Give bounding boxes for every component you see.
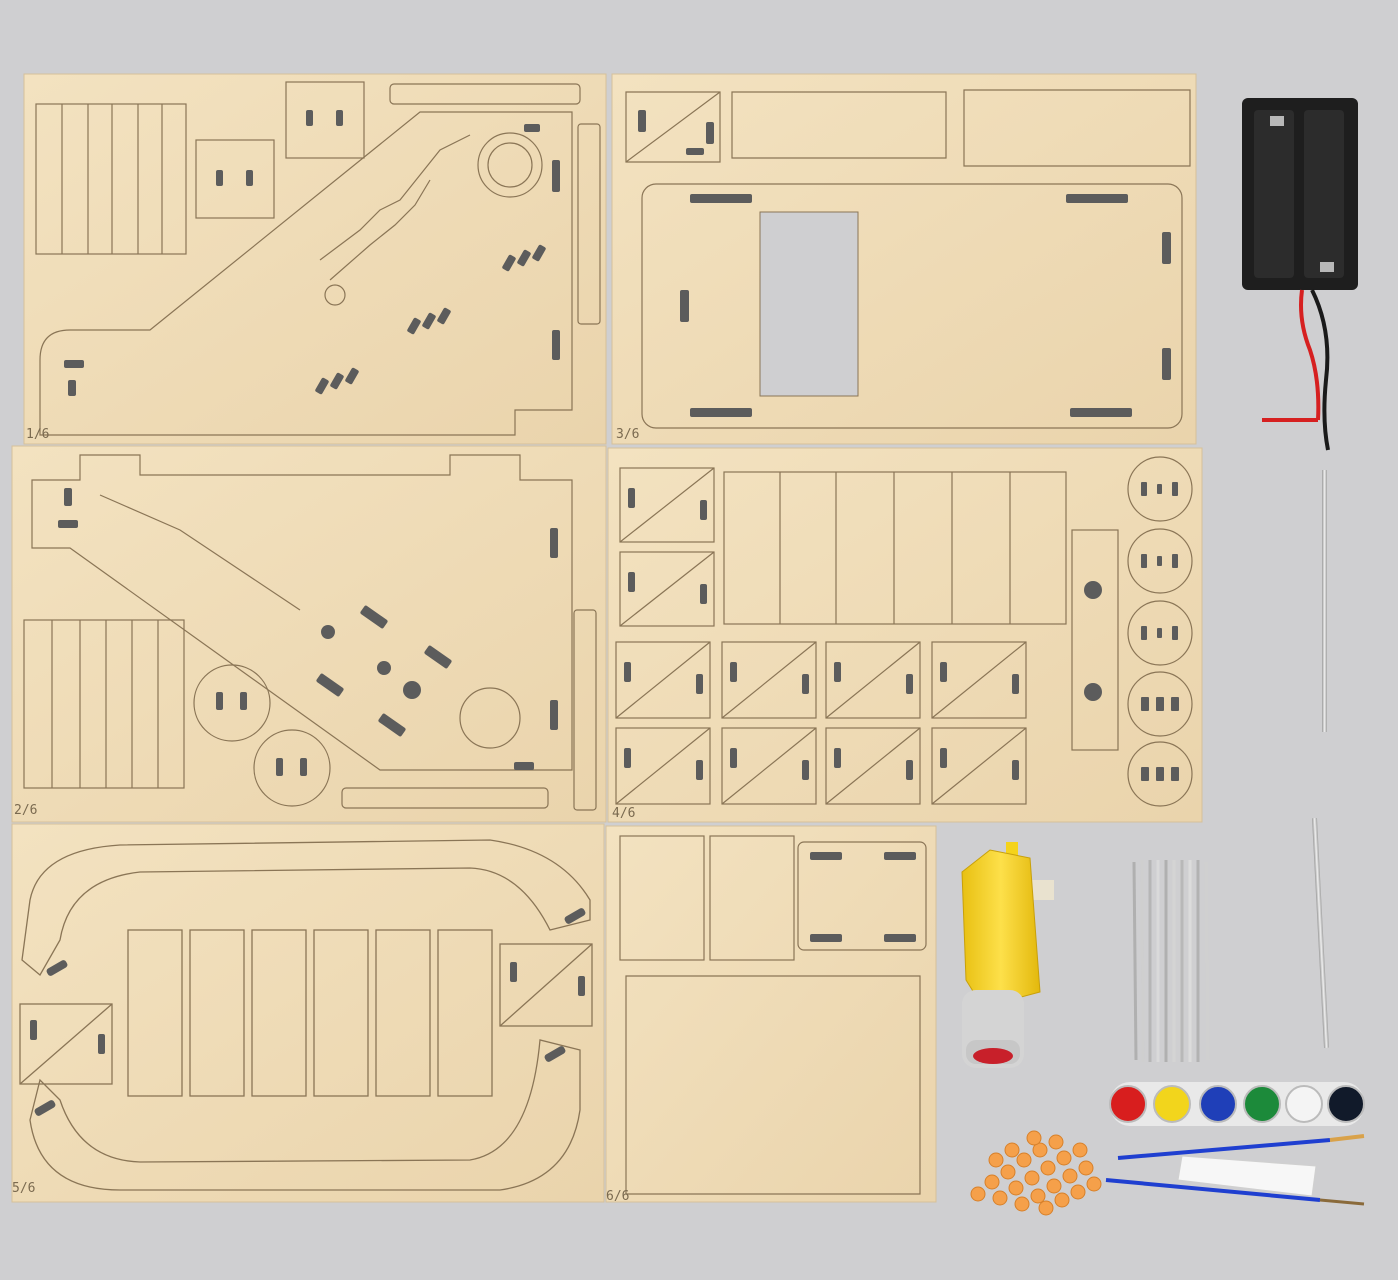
sheet-label-2: 2/6 (14, 803, 37, 818)
battery-holder-icon (1242, 98, 1358, 451)
sheet-1: 1/6 (23, 73, 607, 445)
sheet-6: 6/6 (605, 825, 937, 1204)
paint-pot-icon (1109, 1082, 1365, 1126)
sheet-2: 2/6 (11, 445, 607, 823)
gear-motor-icon (961, 842, 1054, 1068)
sheet-label-1: 1/6 (26, 427, 49, 442)
sheet-label-6: 6/6 (606, 1189, 629, 1204)
sheet-5: 5/6 (11, 823, 605, 1203)
metal-axle-rods (1132, 470, 1330, 1063)
sheet-label-3: 3/6 (616, 427, 639, 442)
sheet-label-5: 5/6 (12, 1181, 35, 1196)
sheet-label-4: 4/6 (612, 806, 635, 821)
sheet-3: 3/6 (611, 73, 1197, 445)
orange-beads (970, 1130, 1102, 1216)
paint-brush-icon (1105, 1134, 1365, 1206)
sheet-4: 4/6 (607, 447, 1203, 823)
